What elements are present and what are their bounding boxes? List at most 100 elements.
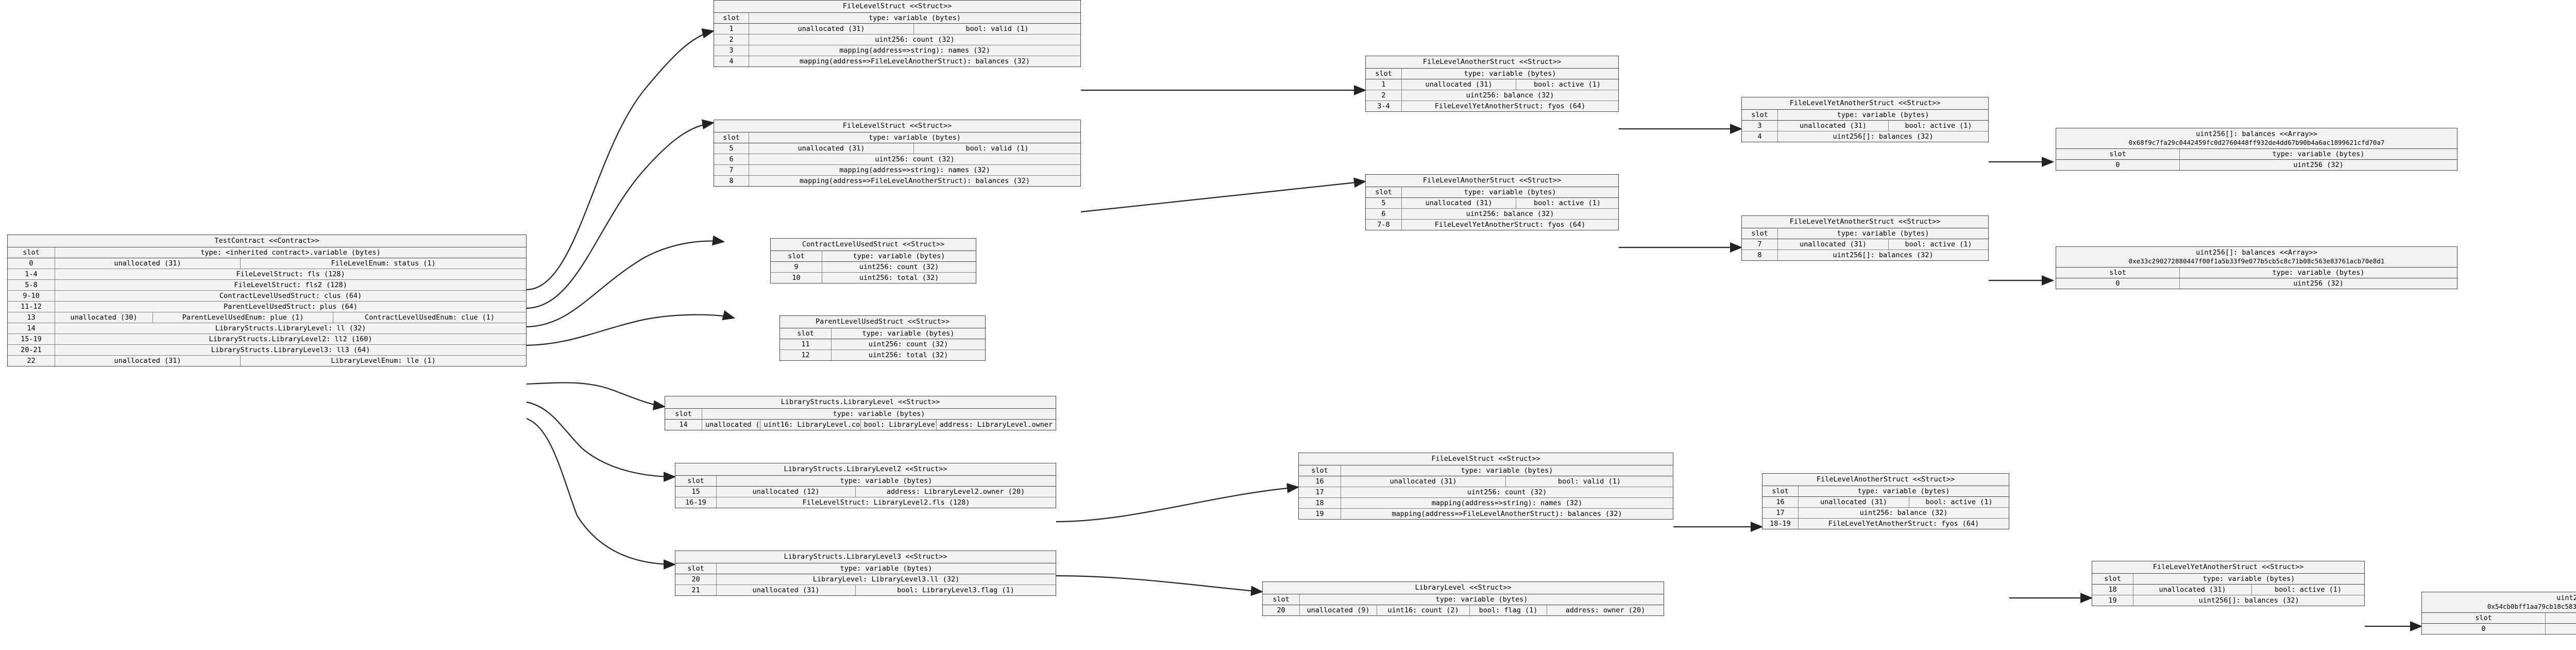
col-slot: slot: [8, 247, 55, 258]
slot-cell: 1: [714, 23, 749, 34]
node-file-level-another-struct-3[interactable]: FileLevelAnotherStruct <<Struct>> slot t…: [1762, 473, 2009, 529]
node-test-contract[interactable]: TestContract <<Contract>> slot type: <in…: [7, 235, 527, 366]
node-title: uint256[]: balances <<Array>> 0xe33c2902…: [2056, 247, 2457, 268]
node-title: LibraryLevel <<Struct>>: [1263, 582, 1664, 594]
col-type: type: variable (bytes): [2202, 574, 2295, 583]
node-file-level-another-struct-1[interactable]: FileLevelAnotherStruct <<Struct>> slot t…: [1365, 56, 1619, 112]
node-file-level-struct-fls2[interactable]: FileLevelStruct <<Struct>> slot type: va…: [714, 120, 1081, 187]
value-cell: uint256: count (32): [1467, 488, 1547, 496]
node-library-level[interactable]: LibraryStructs.LibraryLevel <<Struct>> s…: [665, 396, 1056, 430]
value-cell: bool: active (1): [1925, 497, 1993, 506]
table-header-row: slot type: variable (bytes): [1762, 486, 2009, 497]
col-type: type: variable (bytes): [2272, 149, 2365, 158]
node-array-balances-3[interactable]: uint256[]: balances <<Array>> 0x54cb0bff…: [2421, 592, 2576, 635]
value-cell: FileLevelYetAnotherStruct: fyos (64): [1828, 519, 1979, 528]
value-cell: bool: active (1): [1905, 121, 1972, 130]
slot-cell: 9: [771, 261, 822, 272]
node-file-level-struct-fls[interactable]: FileLevelStruct <<Struct>> slot type: va…: [714, 0, 1081, 67]
slot-cell: 18-19: [1762, 518, 1799, 529]
table-row[interactable]: 14 unallocated (9) uint16: LibraryLevel.…: [665, 419, 1056, 430]
node-file-level-yet-another-struct-2[interactable]: FileLevelYetAnotherStruct <<Struct>> slo…: [1741, 215, 1989, 261]
value-cell: FileLevelYetAnotherStruct: fyos (64): [1434, 220, 1586, 229]
value-cell: FileLevelStruct: fls2 (128): [234, 280, 347, 289]
node-array-balances-1[interactable]: uint256[]: balances <<Array>> 0x68f9c7fa…: [2056, 128, 2458, 171]
table-row[interactable]: 18-19 FileLevelYetAnotherStruct: fyos (64…: [1762, 518, 2009, 529]
node-array-balances-2[interactable]: uint256[]: balances <<Array>> 0xe33c2902…: [2056, 246, 2458, 289]
col-type: type: variable (bytes): [1435, 595, 1528, 604]
node-parent-level-used-struct[interactable]: ParentLevelUsedStruct <<Struct>> slot ty…: [779, 315, 986, 361]
value-cell: ParentLevelUsedStruct: plus (64): [223, 302, 358, 311]
table-header-row: slot type: variable (bytes): [1299, 465, 1673, 476]
col-slot: slot: [665, 408, 702, 419]
slot-cell: 14: [8, 323, 55, 334]
slot-cell: 0: [2056, 278, 2180, 289]
node-file-level-yet-another-struct-1[interactable]: FileLevelYetAnotherStruct <<Struct>> slo…: [1741, 97, 1989, 142]
table-row[interactable]: 20 unallocated (9) uint16: count (2) boo…: [1263, 605, 1664, 615]
value-cell: unallocated (31): [717, 585, 856, 595]
slot-cell: 21: [675, 585, 717, 595]
node-library-level3[interactable]: LibraryStructs.LibraryLevel3 <<Struct>> …: [675, 551, 1056, 596]
table-header-row: slot type: variable (bytes): [1263, 594, 1664, 605]
col-slot: slot: [675, 563, 717, 574]
node-file-level-struct-3[interactable]: FileLevelStruct <<Struct>> slot type: va…: [1298, 453, 1673, 520]
slot-cell: 16: [1299, 476, 1341, 487]
col-type: type: variable (bytes): [1461, 466, 1553, 475]
node-file-level-yet-another-struct-3[interactable]: FileLevelYetAnotherStruct <<Struct>> slo…: [2092, 561, 2365, 606]
node-contract-level-used-struct[interactable]: ContractLevelUsedStruct <<Struct>> slot …: [770, 238, 976, 284]
node-file-level-another-struct-2[interactable]: FileLevelAnotherStruct <<Struct>> slot t…: [1365, 174, 1619, 230]
value-cell: bool: LibraryLevel3.flag (1): [897, 586, 1014, 594]
node-library-level2[interactable]: LibraryStructs.LibraryLevel2 <<Struct>> …: [675, 463, 1056, 508]
node-library-level-sub[interactable]: LibraryLevel <<Struct>> slot type: varia…: [1262, 581, 1664, 616]
table-header-row: slot type: variable (bytes): [2056, 148, 2457, 160]
value-cell: bool: active (1): [1905, 240, 1972, 248]
value-cell: bool: active (1): [1533, 198, 1601, 207]
